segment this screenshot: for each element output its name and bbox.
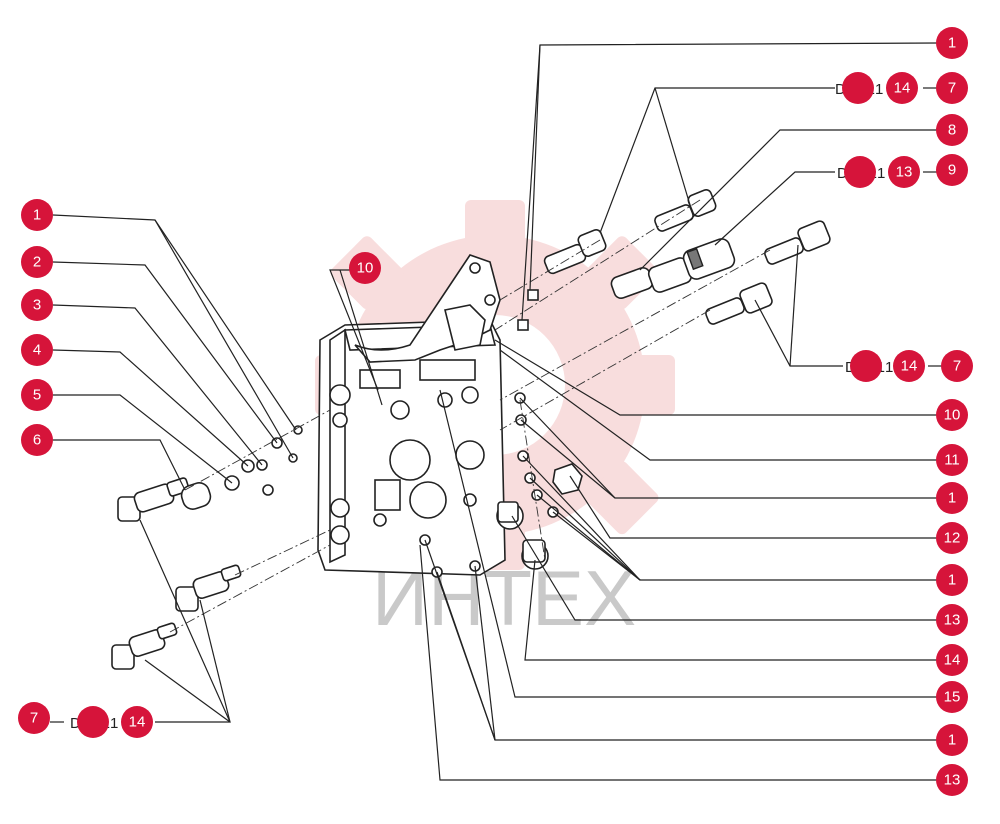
svg-text:1: 1	[948, 572, 956, 589]
callout-2: 2	[21, 246, 53, 278]
callout-14-ref-bottom: 14	[77, 706, 153, 738]
svg-text:11: 11	[944, 452, 960, 469]
callout-1-r3: 1	[936, 724, 968, 756]
callout-4: 4	[21, 334, 53, 366]
svg-text:13: 13	[944, 612, 961, 629]
callout-14-ref-top: 14	[842, 72, 918, 104]
callout-7-right: 7	[941, 350, 973, 382]
callout-1-r2: 1	[936, 564, 968, 596]
svg-text:14: 14	[944, 652, 961, 669]
callout-1-top: 1	[936, 27, 968, 59]
valve-body-plate	[317, 254, 506, 576]
callout-14-r: 14	[936, 644, 968, 676]
small-plugs-top	[517, 289, 539, 331]
svg-text:6: 6	[33, 432, 41, 449]
reference-suffix: 1	[885, 359, 893, 376]
plugs-and-seals-right	[419, 392, 583, 578]
solenoid-valve-right-2	[705, 282, 773, 325]
reference-suffix: 1	[110, 715, 118, 732]
svg-text:14: 14	[129, 714, 146, 731]
reference-suffix: 1	[877, 165, 885, 182]
solenoid-valve-top-1	[543, 229, 607, 275]
callout-13-ref-mid: 13	[844, 156, 920, 188]
svg-text:13: 13	[896, 164, 913, 181]
callout-11: 11	[936, 444, 968, 476]
svg-text:14: 14	[901, 358, 918, 375]
svg-text:8: 8	[948, 122, 956, 139]
callout-5: 5	[21, 379, 53, 411]
svg-text:9: 9	[948, 162, 956, 179]
svg-text:7: 7	[30, 710, 38, 727]
seal-rings-left	[224, 425, 303, 496]
solenoid-valve-top-2	[654, 189, 717, 232]
svg-text:15: 15	[944, 689, 961, 706]
callout-6: 6	[21, 424, 53, 456]
solenoid-valve-left-middle	[175, 564, 242, 612]
svg-text:1: 1	[948, 490, 956, 507]
callout-14-ref-right: 14	[850, 350, 925, 382]
svg-text:7: 7	[948, 80, 956, 97]
svg-text:5: 5	[33, 387, 41, 404]
callout-10-right: 10	[936, 399, 968, 431]
solenoid-valve-left-upper	[117, 477, 190, 522]
filter-element-5	[180, 482, 212, 510]
assembly-axes	[169, 199, 771, 633]
callout-1-r1: 1	[936, 482, 968, 514]
callout-12: 12	[936, 522, 968, 554]
reference-suffix: 1	[875, 81, 883, 98]
svg-text:7: 7	[953, 358, 961, 375]
svg-text:1: 1	[948, 35, 956, 52]
svg-text:4: 4	[33, 342, 41, 359]
callout-13-r1: 13	[936, 604, 968, 636]
callout-10-top: 10	[349, 252, 381, 284]
svg-text:14: 14	[894, 80, 911, 97]
svg-text:1: 1	[948, 732, 956, 749]
svg-text:3: 3	[33, 297, 41, 314]
solenoid-valve-right-1	[764, 220, 831, 265]
svg-text:10: 10	[357, 260, 374, 277]
callout-13-bottom: 13	[936, 764, 968, 796]
callout-8: 8	[936, 114, 968, 146]
svg-text:2: 2	[33, 254, 41, 271]
svg-text:13: 13	[944, 772, 961, 789]
pressure-regulator-valve-8	[610, 238, 736, 300]
callout-7-top: 7	[936, 72, 968, 104]
solenoid-valve-left-lower	[111, 622, 178, 670]
callout-9: 9	[936, 154, 968, 186]
callout-3: 3	[21, 289, 53, 321]
callout-1-left: 1	[21, 199, 53, 231]
callout-15: 15	[936, 681, 968, 713]
svg-text:10: 10	[944, 407, 961, 424]
svg-text:1: 1	[33, 207, 41, 224]
callout-7-bottom: 7	[18, 702, 50, 734]
svg-text:12: 12	[944, 530, 961, 547]
